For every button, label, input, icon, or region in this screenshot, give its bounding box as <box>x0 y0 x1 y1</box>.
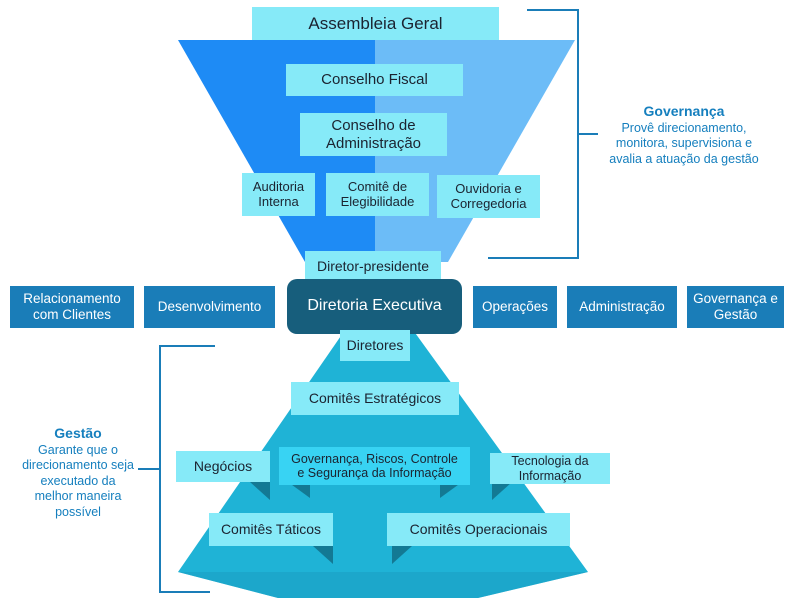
diretores-label: Diretores <box>346 337 404 354</box>
conselho-fiscal-box: Conselho Fiscal <box>286 64 463 96</box>
comites-taticos-label: Comitês Táticos <box>220 521 322 538</box>
governanca-gestao-label: Governança e Gestão <box>693 291 778 322</box>
comite-elegibilidade-box: Comitê de Elegibilidade <box>326 173 429 216</box>
comites-estrategicos-box: Comitês Estratégicos <box>291 382 459 415</box>
box-shadow-tab <box>392 546 412 564</box>
desenvolvimento-box: Desenvolvimento <box>144 286 275 328</box>
box-shadow-tab <box>313 546 333 564</box>
operacoes-label: Operações <box>481 299 549 315</box>
auditoria-interna-label: Auditoria Interna <box>252 178 305 209</box>
box-shadow-tab <box>440 482 462 498</box>
negocios-label: Negócios <box>193 458 253 475</box>
box-shadow-tab <box>250 482 270 500</box>
gestao-note-text: Garante que o direcionamento seja execut… <box>22 442 134 520</box>
governanca-note-text: Provê direcionamento, monitora, supervis… <box>609 120 759 166</box>
gestao-note: Gestão Garante que o direcionamento seja… <box>20 425 136 521</box>
management-pyramid-shade <box>178 572 588 598</box>
comites-operacionais-label: Comitês Operacionais <box>409 521 548 538</box>
assembleia-geral-label: Assembleia Geral <box>308 13 443 33</box>
governanca-note: Governança Provê direcionamento, monitor… <box>598 103 770 167</box>
conselho-administracao-box: Conselho de Administração <box>300 113 447 156</box>
tecnologia-informacao-box: Tecnologia da Informação <box>490 453 610 484</box>
diretores-box: Diretores <box>340 330 410 361</box>
governanca-gestao-box: Governança e Gestão <box>687 286 784 328</box>
comites-operacionais-box: Comitês Operacionais <box>387 513 570 546</box>
auditoria-interna-box: Auditoria Interna <box>242 173 315 216</box>
ouvidoria-label: Ouvidoria e Corregedoria <box>450 180 527 211</box>
conselho-fiscal-label: Conselho Fiscal <box>321 71 428 89</box>
relacionamento-clientes-label: Relacionamento com Clientes <box>23 291 121 322</box>
relacionamento-clientes-box: Relacionamento com Clientes <box>10 286 134 328</box>
diretor-presidente-label: Diretor-presidente <box>316 258 430 275</box>
administracao-box: Administração <box>567 286 677 328</box>
administracao-label: Administração <box>579 299 665 315</box>
governanca-riscos-box: Governança, Riscos, Controle e Segurança… <box>279 447 470 485</box>
comites-estrategicos-label: Comitês Estratégicos <box>308 390 442 407</box>
box-shadow-tab <box>288 482 310 498</box>
diretoria-executiva-box: Diretoria Executiva <box>287 279 462 334</box>
gestao-note-title: Gestão <box>54 425 102 441</box>
diretor-presidente-box: Diretor-presidente <box>305 251 441 282</box>
governanca-note-title: Governança <box>643 103 725 119</box>
tecnologia-informacao-label: Tecnologia da Informação <box>511 454 589 483</box>
comites-taticos-box: Comitês Táticos <box>209 513 333 546</box>
ouvidoria-box: Ouvidoria e Corregedoria <box>437 175 540 218</box>
desenvolvimento-label: Desenvolvimento <box>157 299 262 315</box>
conselho-administracao-label: Conselho de Administração <box>325 117 422 152</box>
diretoria-executiva-label: Diretoria Executiva <box>307 297 442 315</box>
comite-elegibilidade-label: Comitê de Elegibilidade <box>340 178 415 209</box>
negocios-box: Negócios <box>176 451 270 482</box>
operacoes-box: Operações <box>473 286 557 328</box>
assembleia-geral-box: Assembleia Geral <box>252 7 499 40</box>
box-shadow-tab <box>492 482 512 500</box>
governanca-riscos-label: Governança, Riscos, Controle e Segurança… <box>291 451 458 480</box>
